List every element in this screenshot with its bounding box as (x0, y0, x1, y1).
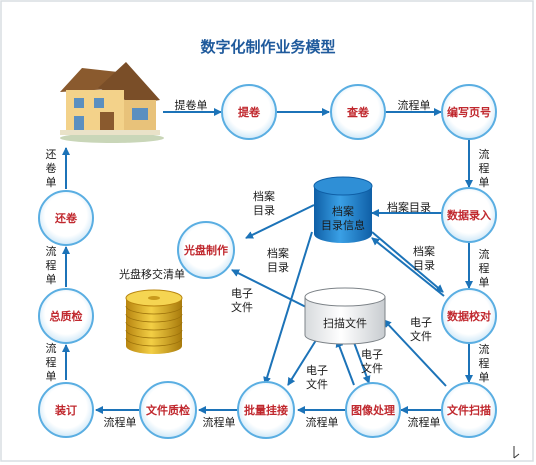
node-tijuan: 提卷 (221, 84, 277, 140)
arrow-jiaodui-to-archive (371, 237, 445, 297)
label-liucheng-r1-a: 流 (479, 147, 490, 161)
archive-db-line2: 目录信息 (321, 218, 365, 232)
node-shuju-jiaodui: 数据校对 (441, 288, 497, 344)
label-dianzi-wenjian-2a: 电子 (410, 316, 432, 329)
node-guajie-label: 批量挂接 (244, 403, 288, 417)
label-dangan-mulu-3b: 目录 (413, 259, 435, 272)
node-wenjian-zhijian: 文件质检 (139, 381, 197, 439)
node-zhuangding: 装订 (38, 382, 94, 438)
label-liucheng-b2: 流程单 (306, 415, 339, 429)
label-dangan-mulu-1a: 档案 (253, 189, 275, 203)
node-zong-zhijian: 总质检 (38, 288, 94, 344)
label-dianzi-wenjian-2b: 文件 (410, 329, 432, 343)
flow-labels: 提卷单 流程单 流 程 单 流 程 单 流 程 单 流程单 流程单 流程单 流程… (46, 98, 490, 429)
label-liucheng-r2-c: 单 (479, 276, 490, 289)
label-dianzi-wenjian-1a: 电子 (231, 287, 253, 300)
label-dianzi-wenjian-1b: 文件 (231, 300, 253, 314)
label-tijuan-dan: 提卷单 (175, 98, 208, 112)
label-liucheng-r3-b: 程 (479, 357, 490, 370)
label-liucheng-b4: 流程单 (104, 415, 137, 429)
arrow-scan-to-tuxiang (351, 336, 371, 384)
label-guangpan-yijiao: 光盘移交清单 (119, 267, 185, 281)
label-huanjuan-dan-b: 卷 (46, 161, 57, 175)
label-dangan-mulu-2: 档案目录 (387, 200, 431, 214)
label-liucheng-l2-c: 单 (46, 273, 57, 286)
node-saomiao-label: 文件扫描 (447, 403, 491, 417)
scan-file-cylinder-icon (304, 287, 386, 345)
node-piliang-guajie: 批量挂接 (237, 381, 295, 439)
node-shuju-luru: 数据录入 (441, 187, 497, 243)
node-jiaodui-label: 数据校对 (447, 309, 491, 323)
node-zhijian-label: 文件质检 (146, 403, 190, 417)
label-liucheng-l2-a: 流 (46, 244, 57, 258)
label-liucheng-top: 流程单 (398, 98, 431, 112)
label-liucheng-l1-a: 流 (46, 341, 57, 355)
text-cursor-icon (513, 446, 520, 459)
scan-files-label: 扫描文件 (323, 316, 367, 330)
label-dianzi-wenjian-3a: 电子 (361, 348, 383, 361)
archive-db-line1: 档案 (332, 204, 354, 218)
label-dangan-mulu-1b: 目录 (253, 204, 275, 217)
label-dangan-mulu-3a: 档案 (413, 244, 435, 258)
arrow-archive-to-guangpan (245, 204, 315, 239)
label-liucheng-r2-b: 程 (479, 262, 490, 275)
node-wenjian-saomiao: 文件扫描 (441, 382, 497, 438)
disc-stack-icon (125, 289, 183, 354)
node-huanjuan: 还卷 (38, 190, 94, 246)
node-chajuan: 查卷 (330, 84, 386, 140)
archive-db: 档案 目录信息 (313, 176, 373, 243)
house-icon (60, 62, 164, 143)
label-liucheng-l2-b: 程 (46, 259, 57, 272)
arrow-scan-to-guangpan (231, 269, 307, 308)
arrow-scan-to-guajie (287, 336, 319, 386)
node-bianxie-yehao: 编写页号 (441, 84, 497, 140)
label-liucheng-r2-a: 流 (479, 247, 490, 261)
node-guangpan-zhizuo: 光盘制作 (177, 221, 235, 279)
node-luru-label: 数据录入 (447, 208, 491, 222)
label-dianzi-wenjian-4b: 文件 (306, 377, 328, 391)
arrow-archive-to-guajie (263, 231, 313, 385)
arrows (62, 108, 473, 414)
database-cylinder-icon (313, 176, 373, 243)
node-zhuangding-label: 装订 (54, 403, 77, 417)
label-huanjuan-dan-a: 还 (46, 148, 57, 161)
node-guangpan-label: 光盘制作 (183, 243, 228, 257)
label-liucheng-r1-b: 程 (479, 162, 490, 175)
label-liucheng-l1-c: 单 (46, 370, 57, 383)
node-tuxiang-label: 图像处理 (351, 403, 395, 417)
scan-files-db: 扫描文件 (304, 287, 386, 345)
node-huanjuan-label: 还卷 (54, 211, 78, 225)
label-dangan-mulu-4a: 档案 (267, 246, 289, 260)
label-liucheng-b1: 流程单 (408, 415, 441, 429)
node-zongzhijian-label: 总质检 (50, 309, 83, 323)
label-liucheng-r1-c: 单 (479, 176, 490, 189)
diagram-title: 数字化制作业务模型 (200, 38, 335, 56)
label-dianzi-wenjian-3b: 文件 (361, 361, 383, 375)
label-liucheng-b3: 流程单 (203, 415, 236, 429)
node-tuxiang-chuli: 图像处理 (345, 382, 401, 438)
label-dangan-mulu-4b: 目录 (267, 261, 289, 274)
label-liucheng-r3-a: 流 (479, 342, 490, 356)
label-liucheng-l1-b: 程 (46, 356, 57, 369)
arrow-tuxiang-to-scan (335, 339, 355, 386)
label-huanjuan-dan-c: 单 (46, 176, 57, 189)
node-tijuan-label: 提卷 (238, 105, 261, 119)
arrow-archive-to-jiaodui (371, 231, 444, 293)
node-chajuan-label: 查卷 (347, 105, 370, 119)
label-dianzi-wenjian-4a: 电子 (306, 364, 328, 377)
node-bianxie-label: 编写页号 (447, 105, 491, 119)
arrow-saomiao-to-scan (383, 319, 447, 387)
label-liucheng-r3-c: 单 (479, 371, 490, 384)
